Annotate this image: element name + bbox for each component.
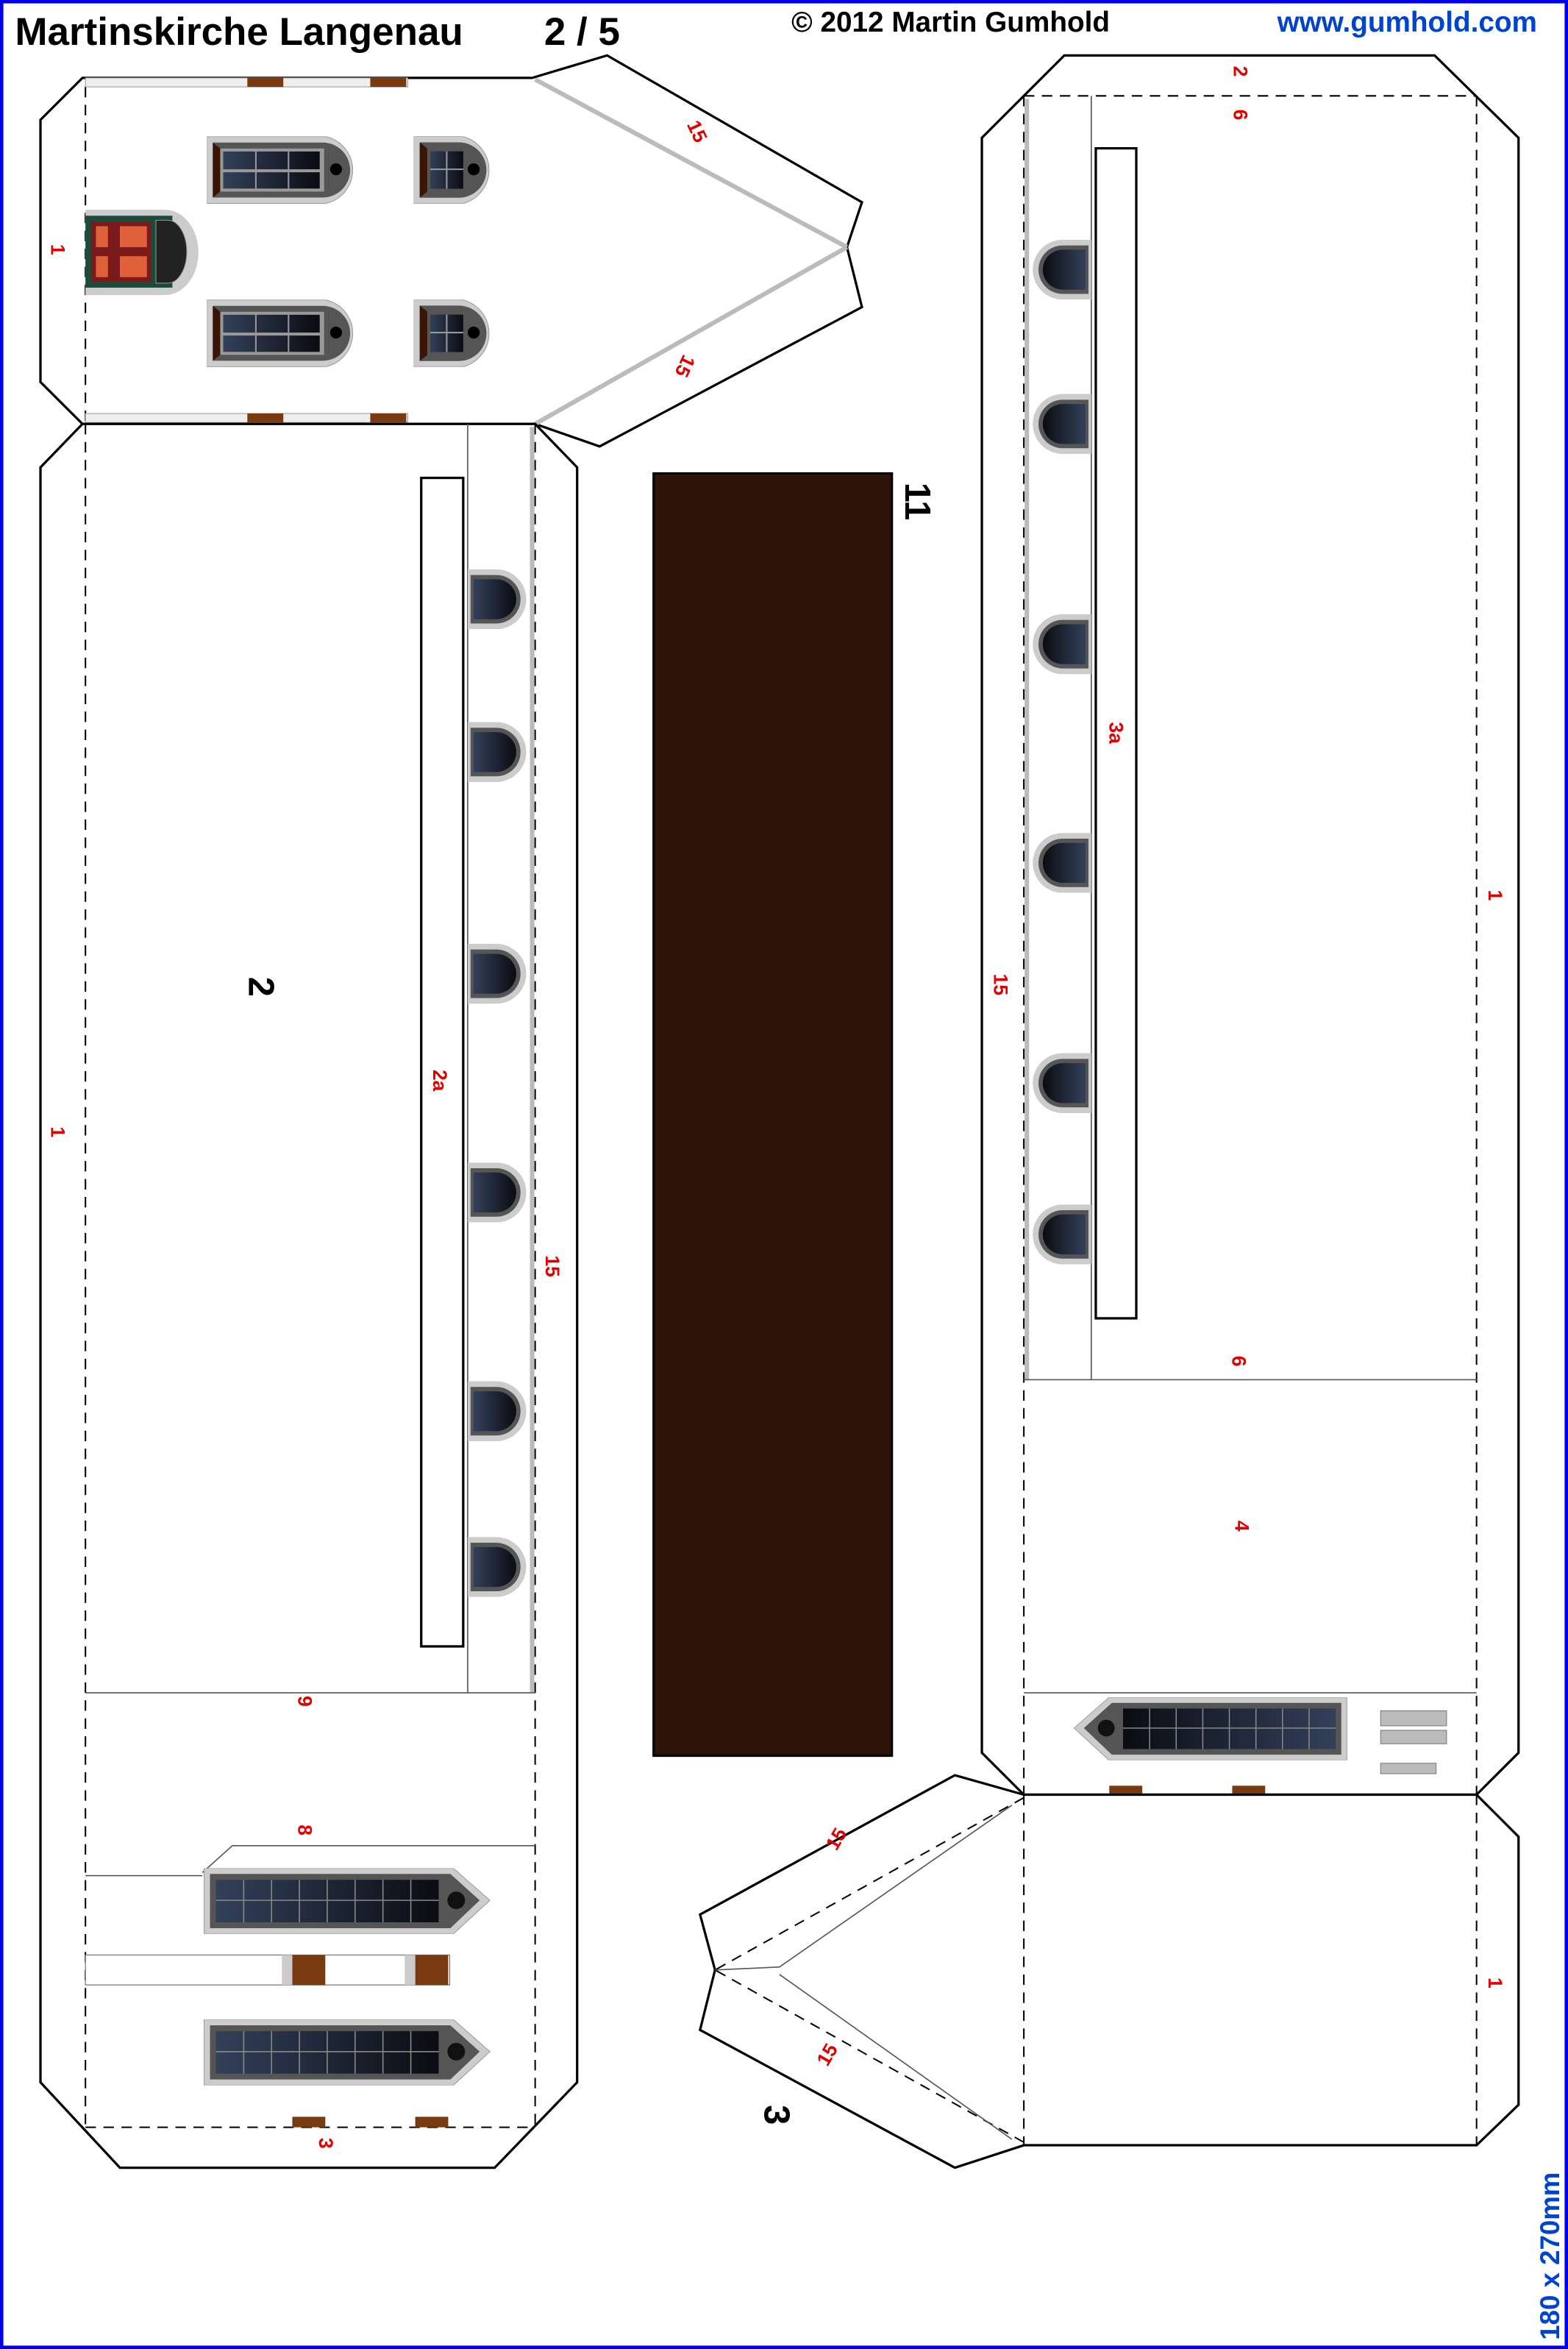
sheet-title: Martinskirche Langenau: [15, 10, 463, 54]
part-2-wall: 2 1 2a 15 9 8 3: [39, 422, 579, 2169]
page-number: 2 / 5: [544, 10, 620, 54]
glue-label: 1: [1484, 1977, 1506, 1989]
window: [207, 136, 354, 204]
website-link[interactable]: www.gumhold.com: [1277, 7, 1537, 38]
glue-label: 1: [46, 244, 68, 255]
window: [1033, 614, 1091, 675]
glue-label: 15: [989, 974, 1011, 995]
glue-label: 8: [294, 1824, 316, 1836]
part-number: 3: [756, 2105, 796, 2125]
window: [467, 722, 527, 782]
door: [85, 210, 199, 296]
glue-label: 3a: [1105, 722, 1127, 744]
window: [207, 299, 354, 367]
gothic-window: [1073, 1697, 1348, 1760]
window: [1033, 1053, 1091, 1114]
part-1-facade: 1 15 15: [39, 54, 863, 448]
part-11-roof: 11: [652, 472, 937, 1758]
copyright: © 2012 Martin Gumhold: [791, 7, 1110, 38]
glue-label: 9: [294, 1696, 316, 1707]
glue-label: 1: [1484, 890, 1506, 901]
glue-label: 6: [1227, 1356, 1250, 1367]
glue-label: 6: [1229, 110, 1251, 121]
window: [413, 136, 490, 204]
part-3a-wall: 2 6 3a 15 1 6 4: [980, 54, 1520, 1797]
part-number: 2: [240, 977, 280, 997]
glue-label: 4: [1231, 1521, 1253, 1532]
window: [467, 943, 527, 1004]
window: [467, 1381, 527, 1441]
glue-label: 2a: [429, 1070, 451, 1092]
window: [1033, 394, 1091, 455]
window: [1033, 1204, 1091, 1265]
window: [467, 1162, 527, 1223]
part-3-gable: 15 15 1 3: [698, 1774, 1520, 2169]
glue-label: 2: [1229, 66, 1251, 77]
window: [467, 569, 527, 630]
sheet-dimensions: 180 x 270mm: [1535, 2172, 1565, 2340]
window: [1033, 239, 1091, 300]
glue-label: 1: [46, 1126, 68, 1137]
glue-label: 15: [541, 1255, 563, 1276]
part-number: 11: [897, 483, 937, 521]
window: [1033, 833, 1091, 893]
gothic-window: [203, 1868, 491, 1934]
window: [413, 299, 490, 367]
gothic-window: [203, 2019, 491, 2086]
glue-label: 3: [315, 2138, 337, 2149]
window: [467, 1537, 527, 1597]
